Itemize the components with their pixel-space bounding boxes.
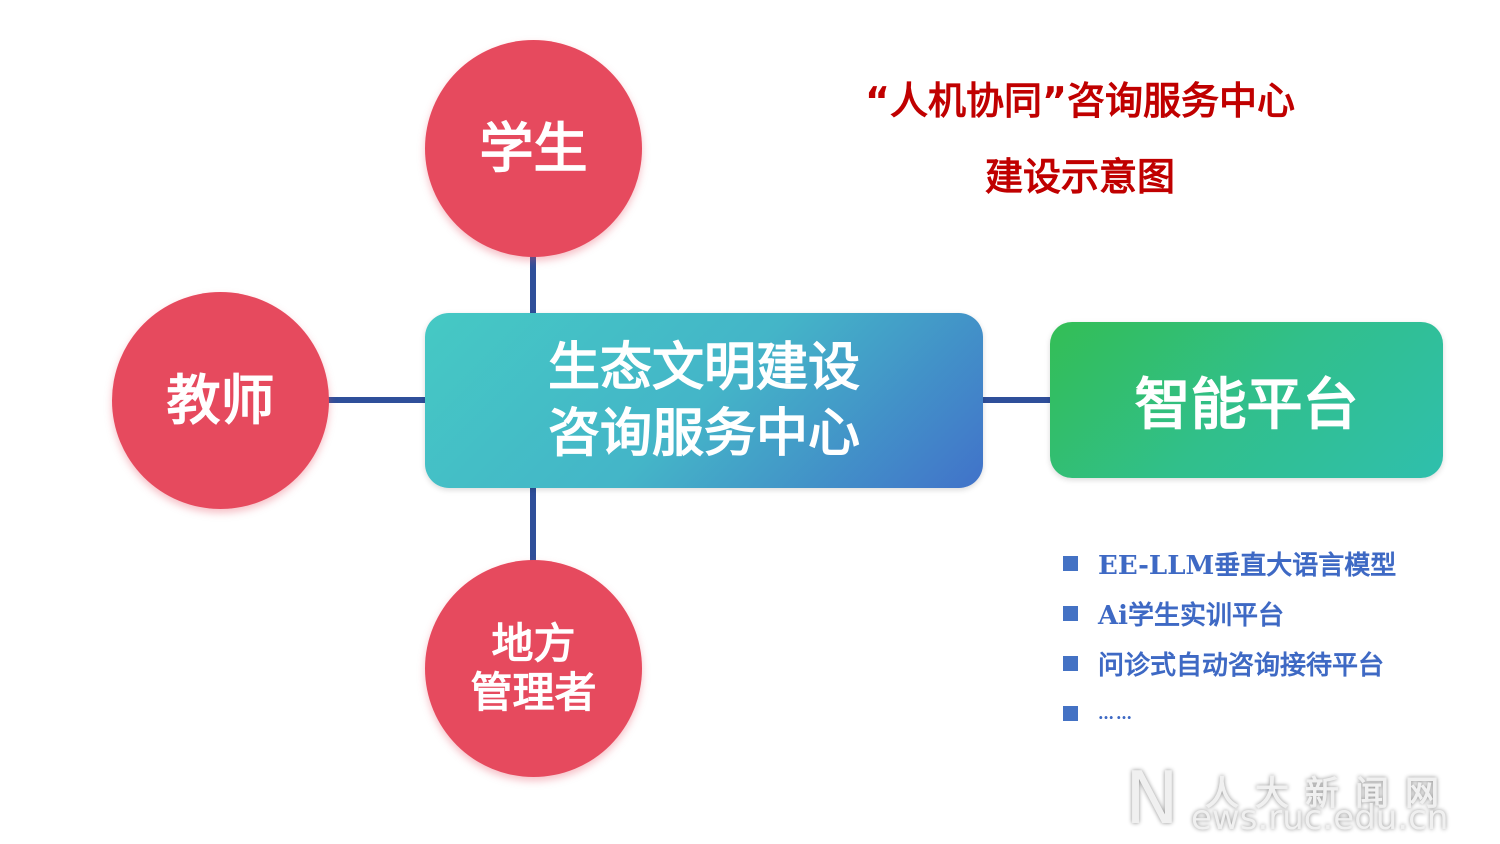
smart-platform-label: 智能平台 [1134,371,1359,438]
list-item: Ai学生实训平台 [1063,588,1396,638]
watermark-chinese: 人大新闻网 [1205,774,1455,814]
connector-top [530,255,536,315]
list-item-label: Ai学生实训平台 [1098,600,1285,631]
square-bullet-icon [1063,555,1078,571]
connector-bottom [530,486,536,561]
list-item: …… [1063,688,1396,738]
square-bullet-icon [1063,705,1078,721]
node-teacher-label: 教师 [166,368,275,433]
smart-platform-box: 智能平台 [1050,322,1443,478]
node-manager-label-line1: 地方 [491,619,576,669]
square-bullet-icon [1063,605,1078,621]
list-item: 问诊式自动咨询接待平台 [1063,638,1396,688]
diagram-title-line2: 建设示意图 [984,155,1175,199]
node-student-label: 学生 [479,116,588,181]
node-manager-label-line2: 管理者 [470,667,597,717]
node-local-manager: 地方 管理者 [425,560,642,777]
hub-center-box: 生态文明建设 咨询服务中心 [425,313,983,488]
list-item-label: EE-LLM垂直大语言模型 [1098,550,1397,581]
diagram-title-line1: “人机协同”咨询服务中心 [865,79,1295,123]
watermark-url: ews.ruc.edu.cn [1191,798,1449,838]
list-item-label: …… [1098,703,1134,723]
connector-right [982,397,1052,403]
node-student: 学生 [425,40,642,257]
hub-label-line1: 生态文明建设 [547,336,860,398]
node-teacher: 教师 [112,292,329,509]
connector-left [328,397,426,403]
square-bullet-icon [1063,655,1078,671]
list-item-label: 问诊式自动咨询接待平台 [1098,650,1385,681]
watermark-letter: N [1125,756,1179,840]
platform-item-list: EE-LLM垂直大语言模型 Ai学生实训平台 问诊式自动咨询接待平台 …… [1063,538,1396,738]
list-item: EE-LLM垂直大语言模型 [1063,538,1396,588]
hub-label-line2: 咨询服务中心 [547,402,860,464]
